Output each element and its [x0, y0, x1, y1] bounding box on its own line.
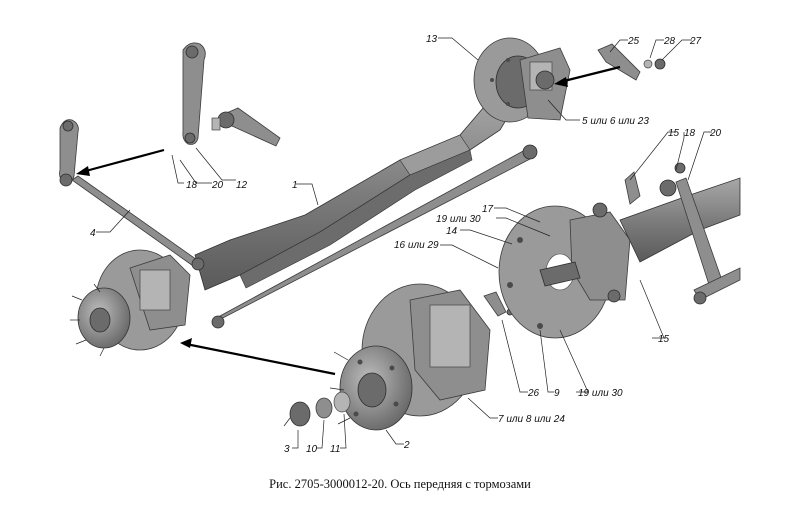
label-9: 9 — [554, 388, 560, 399]
label-18b: 18 — [684, 128, 696, 139]
label-25: 25 — [627, 36, 640, 47]
label-19b: 19 или 30 — [578, 388, 623, 399]
label-7: 7 или 8 или 24 — [498, 414, 565, 425]
label-15a: 15 — [668, 128, 680, 139]
drag-link — [211, 144, 538, 329]
brake-disc-exploded — [329, 283, 491, 431]
hub-cap-3 — [283, 401, 311, 427]
nut-27 — [654, 58, 666, 70]
pointer-arrows — [76, 65, 621, 376]
tie-rod — [71, 175, 205, 271]
label-16: 16 или 29 — [394, 240, 439, 251]
label-3: 3 — [284, 444, 290, 455]
label-20b: 20 — [709, 128, 722, 139]
seal-10 — [315, 397, 333, 419]
left-hub-assembly — [70, 249, 191, 357]
label-20a: 20 — [211, 180, 224, 191]
label-27: 27 — [689, 36, 702, 47]
right-knuckle — [539, 171, 641, 303]
label-13: 13 — [426, 34, 438, 45]
callout-labels: 1 4 12 20 18 13 5 или 6 или 23 25 28 2 7 … — [90, 34, 722, 455]
label-14: 14 — [446, 226, 458, 237]
label-12: 12 — [236, 180, 248, 191]
label-4: 4 — [90, 228, 96, 239]
label-17: 17 — [482, 204, 494, 215]
label-1: 1 — [292, 180, 298, 191]
label-19a: 19 или 30 — [436, 214, 481, 225]
pitman-arm-upper — [182, 42, 206, 145]
tie-rod-end-upper — [211, 107, 281, 147]
axle-beam — [194, 91, 516, 291]
label-10: 10 — [306, 444, 318, 455]
label-18a: 18 — [186, 180, 198, 191]
leader-lines — [96, 37, 712, 449]
washer-28 — [643, 59, 653, 69]
figure-caption: Рис. 2705-3000012-20. Ось передняя с тор… — [269, 477, 531, 491]
label-15b: 15 — [658, 334, 670, 345]
right-hub-assembly — [473, 37, 571, 123]
bearing-11 — [333, 391, 351, 413]
brake-bracket-25 — [597, 43, 641, 81]
steering-arm-left — [59, 119, 79, 187]
label-2: 2 — [403, 440, 410, 451]
wheel-studs-left — [70, 283, 105, 357]
label-5: 5 или 6 или 23 — [582, 116, 649, 127]
label-11: 11 — [330, 444, 340, 455]
label-26: 26 — [527, 388, 540, 399]
axle-beam-right-end — [619, 162, 741, 305]
label-28: 28 — [663, 36, 676, 47]
